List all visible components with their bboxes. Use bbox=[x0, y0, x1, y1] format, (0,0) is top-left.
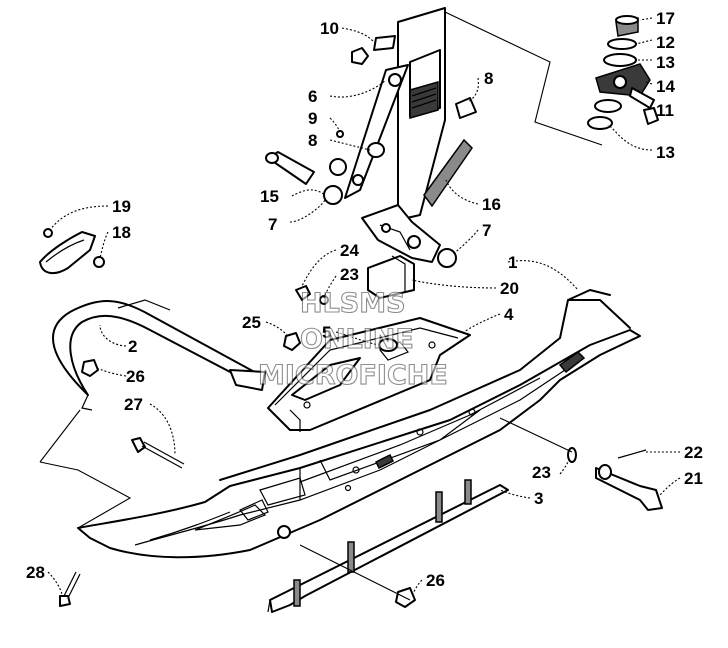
callout-8-top: 8 bbox=[484, 69, 493, 88]
callout-4: 4 bbox=[504, 305, 514, 324]
callout-1: 1 bbox=[508, 253, 517, 272]
callout-26-lower: 26 bbox=[426, 571, 445, 590]
callout-7-right: 7 bbox=[482, 221, 491, 240]
callout-22: 22 bbox=[684, 443, 703, 462]
wear-bar bbox=[267, 479, 509, 613]
callout-19: 19 bbox=[112, 197, 131, 216]
callout-17: 17 bbox=[656, 9, 675, 28]
callout-27: 27 bbox=[124, 395, 143, 414]
callout-26-upper: 26 bbox=[126, 367, 145, 386]
callout-10: 10 bbox=[320, 19, 339, 38]
ski-body bbox=[77, 289, 641, 559]
callout-labels: 10 17 12 13 14 11 13 8 6 9 8 15 7 16 7 1… bbox=[26, 9, 703, 590]
callout-20: 20 bbox=[500, 279, 519, 298]
callout-11: 11 bbox=[656, 101, 674, 120]
spindle-arm bbox=[344, 64, 409, 199]
callout-13-bottom: 13 bbox=[656, 143, 675, 162]
small-parts bbox=[59, 35, 663, 608]
watermark-line-3: MICROFICHE bbox=[258, 360, 448, 391]
callout-24: 24 bbox=[340, 241, 359, 260]
callout-6: 6 bbox=[308, 87, 317, 106]
callout-13-top: 13 bbox=[656, 53, 675, 72]
callout-8-mid: 8 bbox=[308, 131, 317, 150]
callout-5: 5 bbox=[322, 323, 331, 342]
callout-15: 15 bbox=[260, 187, 279, 206]
callout-3: 3 bbox=[534, 489, 543, 508]
spindle-saddle bbox=[267, 317, 471, 432]
assembly-lines bbox=[39, 11, 603, 601]
callout-23-upper: 23 bbox=[340, 265, 359, 284]
leader-lines bbox=[47, 17, 681, 597]
ski-loop bbox=[52, 299, 266, 411]
callout-7-left: 7 bbox=[268, 215, 277, 234]
ski-handle bbox=[39, 228, 105, 275]
callout-16: 16 bbox=[482, 195, 501, 214]
spindle-cap bbox=[587, 15, 659, 130]
callout-9: 9 bbox=[308, 109, 317, 128]
callout-23-lower: 23 bbox=[532, 463, 551, 482]
callout-21: 21 bbox=[684, 469, 703, 488]
watermark: HLSMS ONLINE MICROFICHE bbox=[257, 287, 448, 391]
watermark-line-2: ONLINE bbox=[300, 324, 414, 355]
watermark-line-1: HLSMS bbox=[300, 288, 406, 319]
callout-12: 12 bbox=[656, 33, 675, 52]
callout-25: 25 bbox=[242, 313, 261, 332]
callout-28: 28 bbox=[26, 563, 45, 582]
spindle bbox=[361, 7, 473, 263]
callout-18: 18 bbox=[112, 223, 131, 242]
callout-2: 2 bbox=[128, 337, 137, 356]
callout-14: 14 bbox=[656, 77, 675, 96]
